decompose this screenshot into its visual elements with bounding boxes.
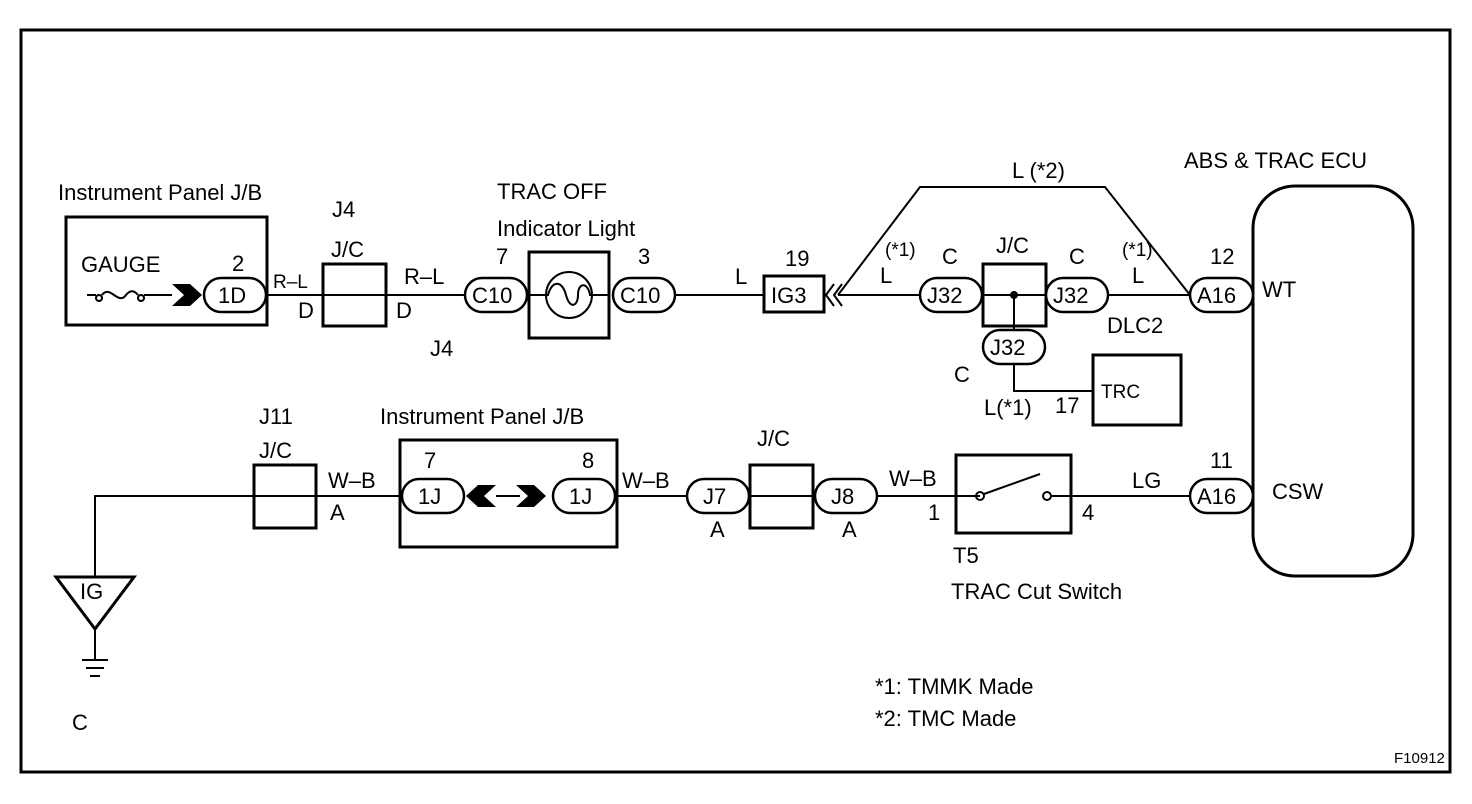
connector-a16-bottom — [1188, 477, 1255, 515]
ecu-box — [1251, 184, 1415, 578]
note1-left-label: (*1) — [885, 240, 916, 261]
connector-j7-label: J7 — [703, 484, 726, 509]
connector-c10-left — [463, 276, 529, 314]
pin-1-t5-label: 1 — [928, 500, 940, 525]
pin-17-label: 17 — [1055, 393, 1079, 418]
lg-label: LG — [1132, 468, 1161, 493]
switch-lever — [983, 473, 1041, 495]
ground-symbol — [82, 629, 108, 677]
trac-cut-switch-title: TRAC Cut Switch — [951, 579, 1122, 604]
wb-j11-label: W–B — [328, 468, 376, 493]
connector-a16-bottom-label: A16 — [1197, 484, 1236, 509]
wt-label: WT — [1262, 277, 1296, 302]
pin-2-label: 2 — [232, 251, 244, 276]
ig-label: IG — [80, 579, 103, 604]
connector-a16-top — [1188, 276, 1255, 314]
figure-code: F10912 — [1394, 750, 1445, 767]
t5-label: T5 — [953, 543, 979, 568]
diagram-frame — [19, 28, 1452, 774]
trac-off-title-line2: Indicator Light — [497, 216, 635, 241]
d-left-label: D — [298, 298, 314, 323]
wire-l-ig3: L — [735, 264, 747, 289]
instrument-panel-jb-top-title: Instrument Panel J/B — [58, 180, 262, 205]
pin-11-label: 11 — [1210, 448, 1233, 473]
connector-j32-right-label: J32 — [1053, 283, 1088, 308]
junction-j32-node — [1010, 291, 1018, 299]
wb-j7-label: W–B — [622, 468, 670, 493]
connector-1j-left-label: 1J — [418, 484, 441, 509]
gauge-symbol — [87, 290, 172, 302]
connector-ig3-label: IG3 — [771, 283, 806, 308]
j4-top-label: J4 — [332, 197, 355, 222]
connector-a16-top-label: A16 — [1197, 283, 1236, 308]
connector-c10-left-label: C10 — [472, 283, 512, 308]
pin-12-label: 12 — [1210, 244, 1234, 269]
switch-contact-right — [1042, 491, 1052, 501]
ground-ref-label: C — [72, 710, 88, 735]
connector-chevron-gauge — [172, 284, 202, 306]
trc-box — [1091, 353, 1183, 427]
wire-ig3-tmc-route — [837, 186, 1191, 296]
connector-c10-right-label: C10 — [620, 283, 660, 308]
jc-j11-label: J/C — [259, 438, 292, 463]
pin-8-1j-label: 8 — [582, 448, 594, 473]
wire-l-tmc-label: L (*2) — [1012, 158, 1065, 183]
ecu-title: ABS & TRAC ECU — [1184, 148, 1367, 173]
trac-cut-switch-box — [954, 453, 1073, 535]
j11-label: J11 — [259, 404, 293, 429]
d-right-label: D — [396, 298, 412, 323]
instrument-panel-jb-bottom-title: Instrument Panel J/B — [380, 404, 584, 429]
footnote-2: *2: TMC Made — [875, 706, 1016, 731]
pin-3-c10-label: 3 — [638, 244, 650, 269]
dlc2-label: DLC2 — [1107, 313, 1163, 338]
jc-j4-label: J/C — [331, 237, 364, 262]
connector-1d-label: 1D — [218, 283, 246, 308]
pin-19-label: 19 — [785, 246, 809, 271]
trc-label: TRC — [1101, 382, 1140, 403]
jc-j32-label: J/C — [996, 233, 1029, 258]
pin-7-c10-label: 7 — [496, 244, 508, 269]
connector-ig3 — [762, 274, 826, 314]
jc-j7j8-label: J/C — [757, 426, 790, 451]
wire-r-l-right: R–L — [404, 264, 444, 289]
switch-contact-left — [975, 491, 985, 501]
j4-bottom-label: J4 — [430, 336, 453, 361]
indicator-filament — [529, 282, 609, 306]
connector-1j-right-label: 1J — [569, 484, 592, 509]
wire-r-l-left: R–L — [273, 272, 308, 293]
gauge-label: GAUGE — [81, 252, 160, 277]
l-left-label: L — [880, 263, 892, 288]
connector-chevron-left — [466, 485, 496, 507]
wire-ig-j11 — [94, 495, 254, 577]
connector-1j-left — [400, 477, 466, 515]
l-note1-trc-label: L(*1) — [984, 395, 1032, 420]
connector-j32-left-label: J32 — [927, 283, 962, 308]
pin-4-t5-label: 4 — [1082, 500, 1094, 525]
connector-j32-bottom-label: J32 — [990, 335, 1025, 360]
instrument-panel-jb-top-box — [64, 215, 269, 327]
footnote-1: *1: TMMK Made — [875, 674, 1034, 699]
wire-j32-trc — [1013, 364, 1093, 392]
connector-chevron-right — [516, 485, 546, 507]
trac-off-title-line1: TRAC OFF — [497, 179, 607, 204]
a-j11-label: A — [330, 500, 345, 525]
connector-j8-label: J8 — [831, 484, 854, 509]
wb-t5-label: W–B — [889, 466, 937, 491]
c-bottom-label: C — [954, 362, 970, 387]
indicator-light-symbol — [545, 271, 593, 319]
l-right-label: L — [1132, 263, 1144, 288]
ig3-branch-symbol — [824, 283, 843, 307]
c-right-label: C — [1069, 244, 1085, 269]
a-j7-label: A — [710, 517, 725, 542]
pin-7-1j-label: 7 — [424, 448, 436, 473]
a-j8-label: A — [842, 517, 857, 542]
instrument-panel-jb-bottom-box — [398, 438, 619, 549]
c-left-label: C — [942, 244, 958, 269]
csw-label: CSW — [1272, 479, 1324, 504]
note1-right-label: (*1) — [1122, 240, 1153, 261]
